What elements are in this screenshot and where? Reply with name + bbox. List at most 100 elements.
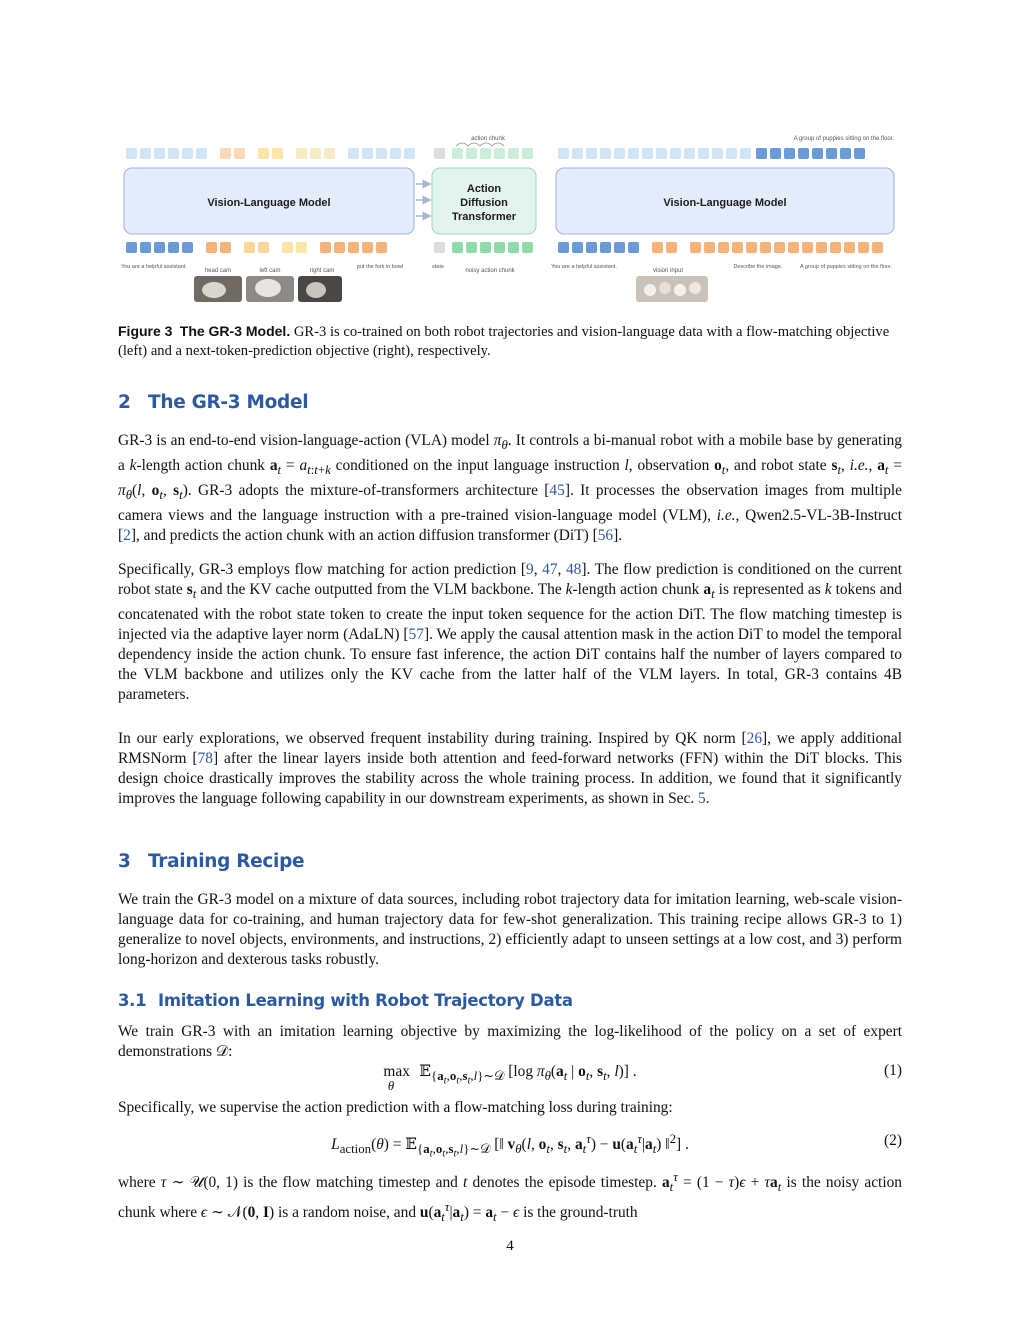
token (586, 242, 597, 253)
token (726, 148, 737, 159)
token (296, 242, 307, 253)
token (572, 148, 583, 159)
token (558, 148, 569, 159)
token (784, 148, 795, 159)
token (126, 148, 137, 159)
paragraph-3-1: We train the GR-3 model on a mixture of … (118, 891, 902, 968)
token (600, 242, 611, 253)
right-bottom-tokens (558, 242, 883, 253)
token (854, 148, 865, 159)
token (376, 242, 387, 253)
token (508, 148, 519, 159)
dit-bottom-tokens (434, 242, 533, 253)
token (670, 148, 681, 159)
token (466, 242, 477, 253)
vlm-right-label: Vision-Language Model (663, 197, 786, 209)
token (244, 242, 255, 253)
fig-label-describe: Describe the image. (734, 264, 783, 270)
token (704, 242, 715, 253)
paragraph-3-1-3: where τ ∼ 𝒰(0, 1) is the flow matching t… (118, 1170, 902, 1225)
token (348, 242, 359, 253)
token (712, 148, 723, 159)
caption-label: Figure 3 (118, 323, 173, 339)
token (600, 148, 611, 159)
token (282, 242, 293, 253)
vlm-left-label: Vision-Language Model (207, 197, 330, 209)
page-number: 4 (506, 1238, 514, 1254)
equation-2: Laction(θ) = 𝔼{at,ot,st,l}∼𝒟 [‖ vθ(l, ot… (331, 1132, 902, 1160)
fig-label-assistant-right: You are a helpful assistant. (551, 264, 617, 270)
equation-1: maxθ 𝔼{at,ot,st,l}∼𝒟 [log πθ(at | ot, st… (383, 1062, 902, 1094)
fig-label-head-cam: head cam (205, 268, 231, 274)
fig-label-noisy-chunk: noisy action chunk (465, 268, 515, 274)
fig-label-assistant-left: You are a helpful assistant. (121, 264, 187, 270)
token (798, 148, 809, 159)
token (258, 242, 269, 253)
token (816, 242, 827, 253)
token (666, 242, 677, 253)
token (718, 242, 729, 253)
paragraph-2-1: GR-3 is an end-to-end vision-language-ac… (118, 432, 903, 544)
dit-box (431, 167, 537, 235)
token (258, 148, 269, 159)
puppies-image (636, 276, 708, 302)
token (140, 148, 151, 159)
token (760, 242, 771, 253)
token (770, 148, 781, 159)
token (320, 242, 331, 253)
token (494, 148, 505, 159)
token (586, 148, 597, 159)
token (296, 148, 307, 159)
figure-caption: Figure 3 The GR-3 Model. GR-3 is co-trai… (118, 322, 902, 361)
token (310, 148, 321, 159)
paragraph-3-1-1: We train GR-3 with an imitation learning… (118, 1023, 902, 1060)
token (362, 242, 373, 253)
section-3-1-number: 3.1 (118, 991, 147, 1010)
vlm-right-box (555, 167, 895, 235)
fig-label-state: state (432, 264, 444, 270)
token (348, 148, 359, 159)
token (452, 148, 463, 159)
dit-label-1: Action (467, 183, 502, 195)
token (508, 242, 519, 253)
token (840, 148, 851, 159)
caption-text: GR-3 is co-trained on both robot traject… (118, 324, 890, 359)
token (812, 148, 823, 159)
token (182, 242, 193, 253)
fig-label-vision-input: vision input (653, 268, 683, 274)
token (168, 242, 179, 253)
token (154, 148, 165, 159)
token (684, 148, 695, 159)
token (698, 148, 709, 159)
token (858, 242, 869, 253)
action-chunk-label: action chunk (471, 136, 506, 142)
token (140, 242, 151, 253)
token (844, 242, 855, 253)
right-output-label: A group of puppies sitting on the floor. (794, 136, 895, 142)
dit-label-3: Transformer (452, 211, 517, 223)
caption-title: The GR-3 Model. (179, 323, 291, 339)
gr3-model-figure: Vision-Language Model Action Diffusion T… (121, 136, 895, 302)
token (434, 242, 445, 253)
fig-label-instruction: put the fork in bowl (357, 264, 403, 270)
section-2-title: The GR-3 Model (148, 392, 309, 413)
token (614, 242, 625, 253)
token (628, 242, 639, 253)
token (480, 242, 491, 253)
token (376, 148, 387, 159)
token (642, 148, 653, 159)
token (324, 148, 335, 159)
token (690, 242, 701, 253)
token (656, 148, 667, 159)
token (390, 148, 401, 159)
token (234, 148, 245, 159)
paragraph-2-3: In our early explorations, we observed f… (118, 730, 902, 807)
vlm-left-box (123, 167, 415, 235)
token (404, 148, 415, 159)
token (220, 242, 231, 253)
token (154, 242, 165, 253)
token (522, 242, 533, 253)
